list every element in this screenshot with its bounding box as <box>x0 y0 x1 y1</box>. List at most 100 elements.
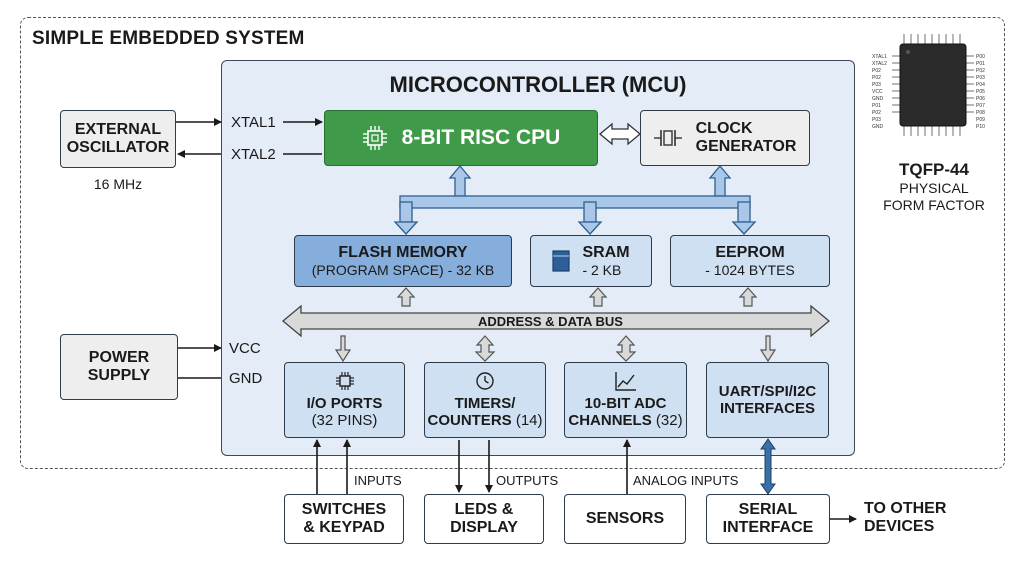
pin-label: P10 <box>976 124 985 130</box>
mcu-title: MICROCONTROLLER (MCU) <box>389 72 687 97</box>
power-line1: POWER <box>88 348 150 366</box>
pin-label: P03 <box>976 75 985 81</box>
xtal2-label: XTAL2 <box>231 146 276 163</box>
memory-bus-connectors <box>396 287 758 307</box>
switches-line2: & KEYPAD <box>303 519 385 536</box>
to-other-devices-label: TO OTHER DEVICES <box>864 500 946 537</box>
crystal-icon <box>653 130 682 146</box>
timers-line2: COUNTERS <box>427 412 516 429</box>
flash-line2: (PROGRAM SPACE) - 32 KB <box>311 262 495 279</box>
package-line2: FORM FACTOR <box>883 197 985 214</box>
address-data-bus <box>281 304 831 338</box>
clock-line1: CLOCK <box>695 119 753 137</box>
system-title: SIMPLE EMBEDDED SYSTEM <box>32 28 305 49</box>
pin-label: P01 <box>976 61 985 67</box>
inputs-label: INPUTS <box>354 473 402 488</box>
io-line2: (32 PINS) <box>311 412 378 429</box>
other-line2: DEVICES <box>864 518 935 536</box>
clock-line2: GENERATOR <box>695 138 797 155</box>
peripheral-bus-connectors <box>334 335 777 363</box>
eeprom-line2: - 1024 BYTES <box>705 262 795 279</box>
timers-line1: TIMERS/ <box>454 394 516 412</box>
memory-icon <box>552 250 571 272</box>
pin-label: P03 <box>872 82 881 88</box>
pin-label: GND <box>872 124 884 130</box>
uart-spi-i2c-box: UART/SPI/I2C INTERFACES <box>706 362 829 438</box>
cpu-clock-link <box>598 122 642 146</box>
pin-label: P07 <box>976 103 985 109</box>
embedded-system-boundary <box>20 17 1005 469</box>
eeprom-box: EEPROM - 1024 BYTES <box>670 235 830 287</box>
cpu-label: 8-BIT RISC CPU <box>401 125 561 149</box>
pin-label: P08 <box>976 110 985 116</box>
pin-label: GND <box>872 96 884 102</box>
clock-generator-box: CLOCK GENERATOR <box>640 110 810 166</box>
gnd-label: GND <box>229 370 263 387</box>
uart-line1: UART/SPI/I2C <box>718 382 817 400</box>
pin-label: P02 <box>872 68 881 74</box>
serial-link-arrow <box>760 438 776 495</box>
package-caption: TQFP-44 PHYSICAL FORM FACTOR <box>874 160 994 214</box>
analog-inputs-label: ANALOG INPUTS <box>633 473 739 488</box>
sram-line1: SRAM <box>582 243 630 261</box>
clock-icon <box>476 372 494 390</box>
pin-label: P02 <box>976 68 985 74</box>
power-line2: SUPPLY <box>87 367 151 384</box>
io-line1: I/O PORTS <box>306 394 383 412</box>
adc-line2: CHANNELS <box>568 412 656 429</box>
switches-keypad-box: SWITCHES & KEYPAD <box>284 494 404 544</box>
chip-icon <box>335 371 354 390</box>
pin-label: P02 <box>872 75 881 81</box>
sram-box: SRAM - 2 KB <box>530 235 652 287</box>
pin-label: P00 <box>976 54 985 60</box>
cpu-box: 8-BIT RISC CPU <box>324 110 598 166</box>
vcc-label: VCC <box>229 340 261 357</box>
xtal1-label: XTAL1 <box>231 114 276 131</box>
ic-chip-icon <box>892 34 974 136</box>
package-line1: PHYSICAL <box>899 180 969 197</box>
other-line1: TO OTHER <box>864 500 947 517</box>
pin-label: XTAL2 <box>872 61 887 67</box>
eeprom-line1: EEPROM <box>715 243 785 261</box>
outputs-label: OUTPUTS <box>496 473 559 488</box>
pin-label: P02 <box>872 110 881 116</box>
power-supply-box: POWER SUPPLY <box>60 334 178 400</box>
sensors-box: SENSORS <box>564 494 686 544</box>
switches-line1: SWITCHES <box>301 500 387 518</box>
pin-label: XTAL1 <box>872 54 887 60</box>
pin-label: P05 <box>976 89 985 95</box>
left-pin-labels: XTAL1 XTAL2 P02 P02 P03 VCC GND P01 P02 … <box>872 54 887 131</box>
uart-line2: INTERFACES <box>719 400 815 417</box>
sensors-line1: SENSORS <box>585 509 665 527</box>
pin-label: P01 <box>872 103 881 109</box>
pin-label: P04 <box>976 82 985 88</box>
address-data-bus-label: ADDRESS & DATA BUS <box>478 314 623 329</box>
external-oscillator-box: EXTERNAL OSCILLATOR <box>60 110 176 168</box>
graph-icon <box>614 371 636 391</box>
flash-line1: FLASH MEMORY <box>338 243 468 261</box>
leds-display-box: LEDS & DISPLAY <box>424 494 544 544</box>
timers-box: TIMERS/ COUNTERS (14) <box>424 362 546 438</box>
package-name: TQFP-44 <box>899 160 969 179</box>
pin-label: P03 <box>872 117 881 123</box>
right-pin-labels: P00 P01 P02 P03 P04 P05 P06 P07 P08 P09 … <box>976 54 985 131</box>
adc-box: 10-BIT ADC CHANNELS (32) <box>564 362 687 438</box>
adc-count: (32) <box>655 412 683 429</box>
oscillator-line1: EXTERNAL <box>74 120 162 138</box>
timers-count: (14) <box>515 412 543 429</box>
serial-line2: INTERFACE <box>722 519 814 536</box>
leds-line2: DISPLAY <box>450 519 518 536</box>
tqfp-package-illustration: XTAL1 XTAL2 P02 P02 P03 VCC GND P01 P02 … <box>870 30 996 142</box>
chip-icon <box>362 126 387 150</box>
pin-label: P06 <box>976 96 985 102</box>
memory-bus <box>393 164 757 235</box>
adc-line1: 10-BIT ADC <box>584 394 667 412</box>
oscillator-line2: OSCILLATOR <box>66 139 170 156</box>
serial-line1: SERIAL <box>738 500 798 518</box>
pin-label: P09 <box>976 117 985 123</box>
flash-memory-box: FLASH MEMORY (PROGRAM SPACE) - 32 KB <box>294 235 512 287</box>
leds-line1: LEDS & <box>454 500 514 518</box>
serial-interface-box: SERIAL INTERFACE <box>706 494 830 544</box>
io-ports-box: I/O PORTS (32 PINS) <box>284 362 405 438</box>
